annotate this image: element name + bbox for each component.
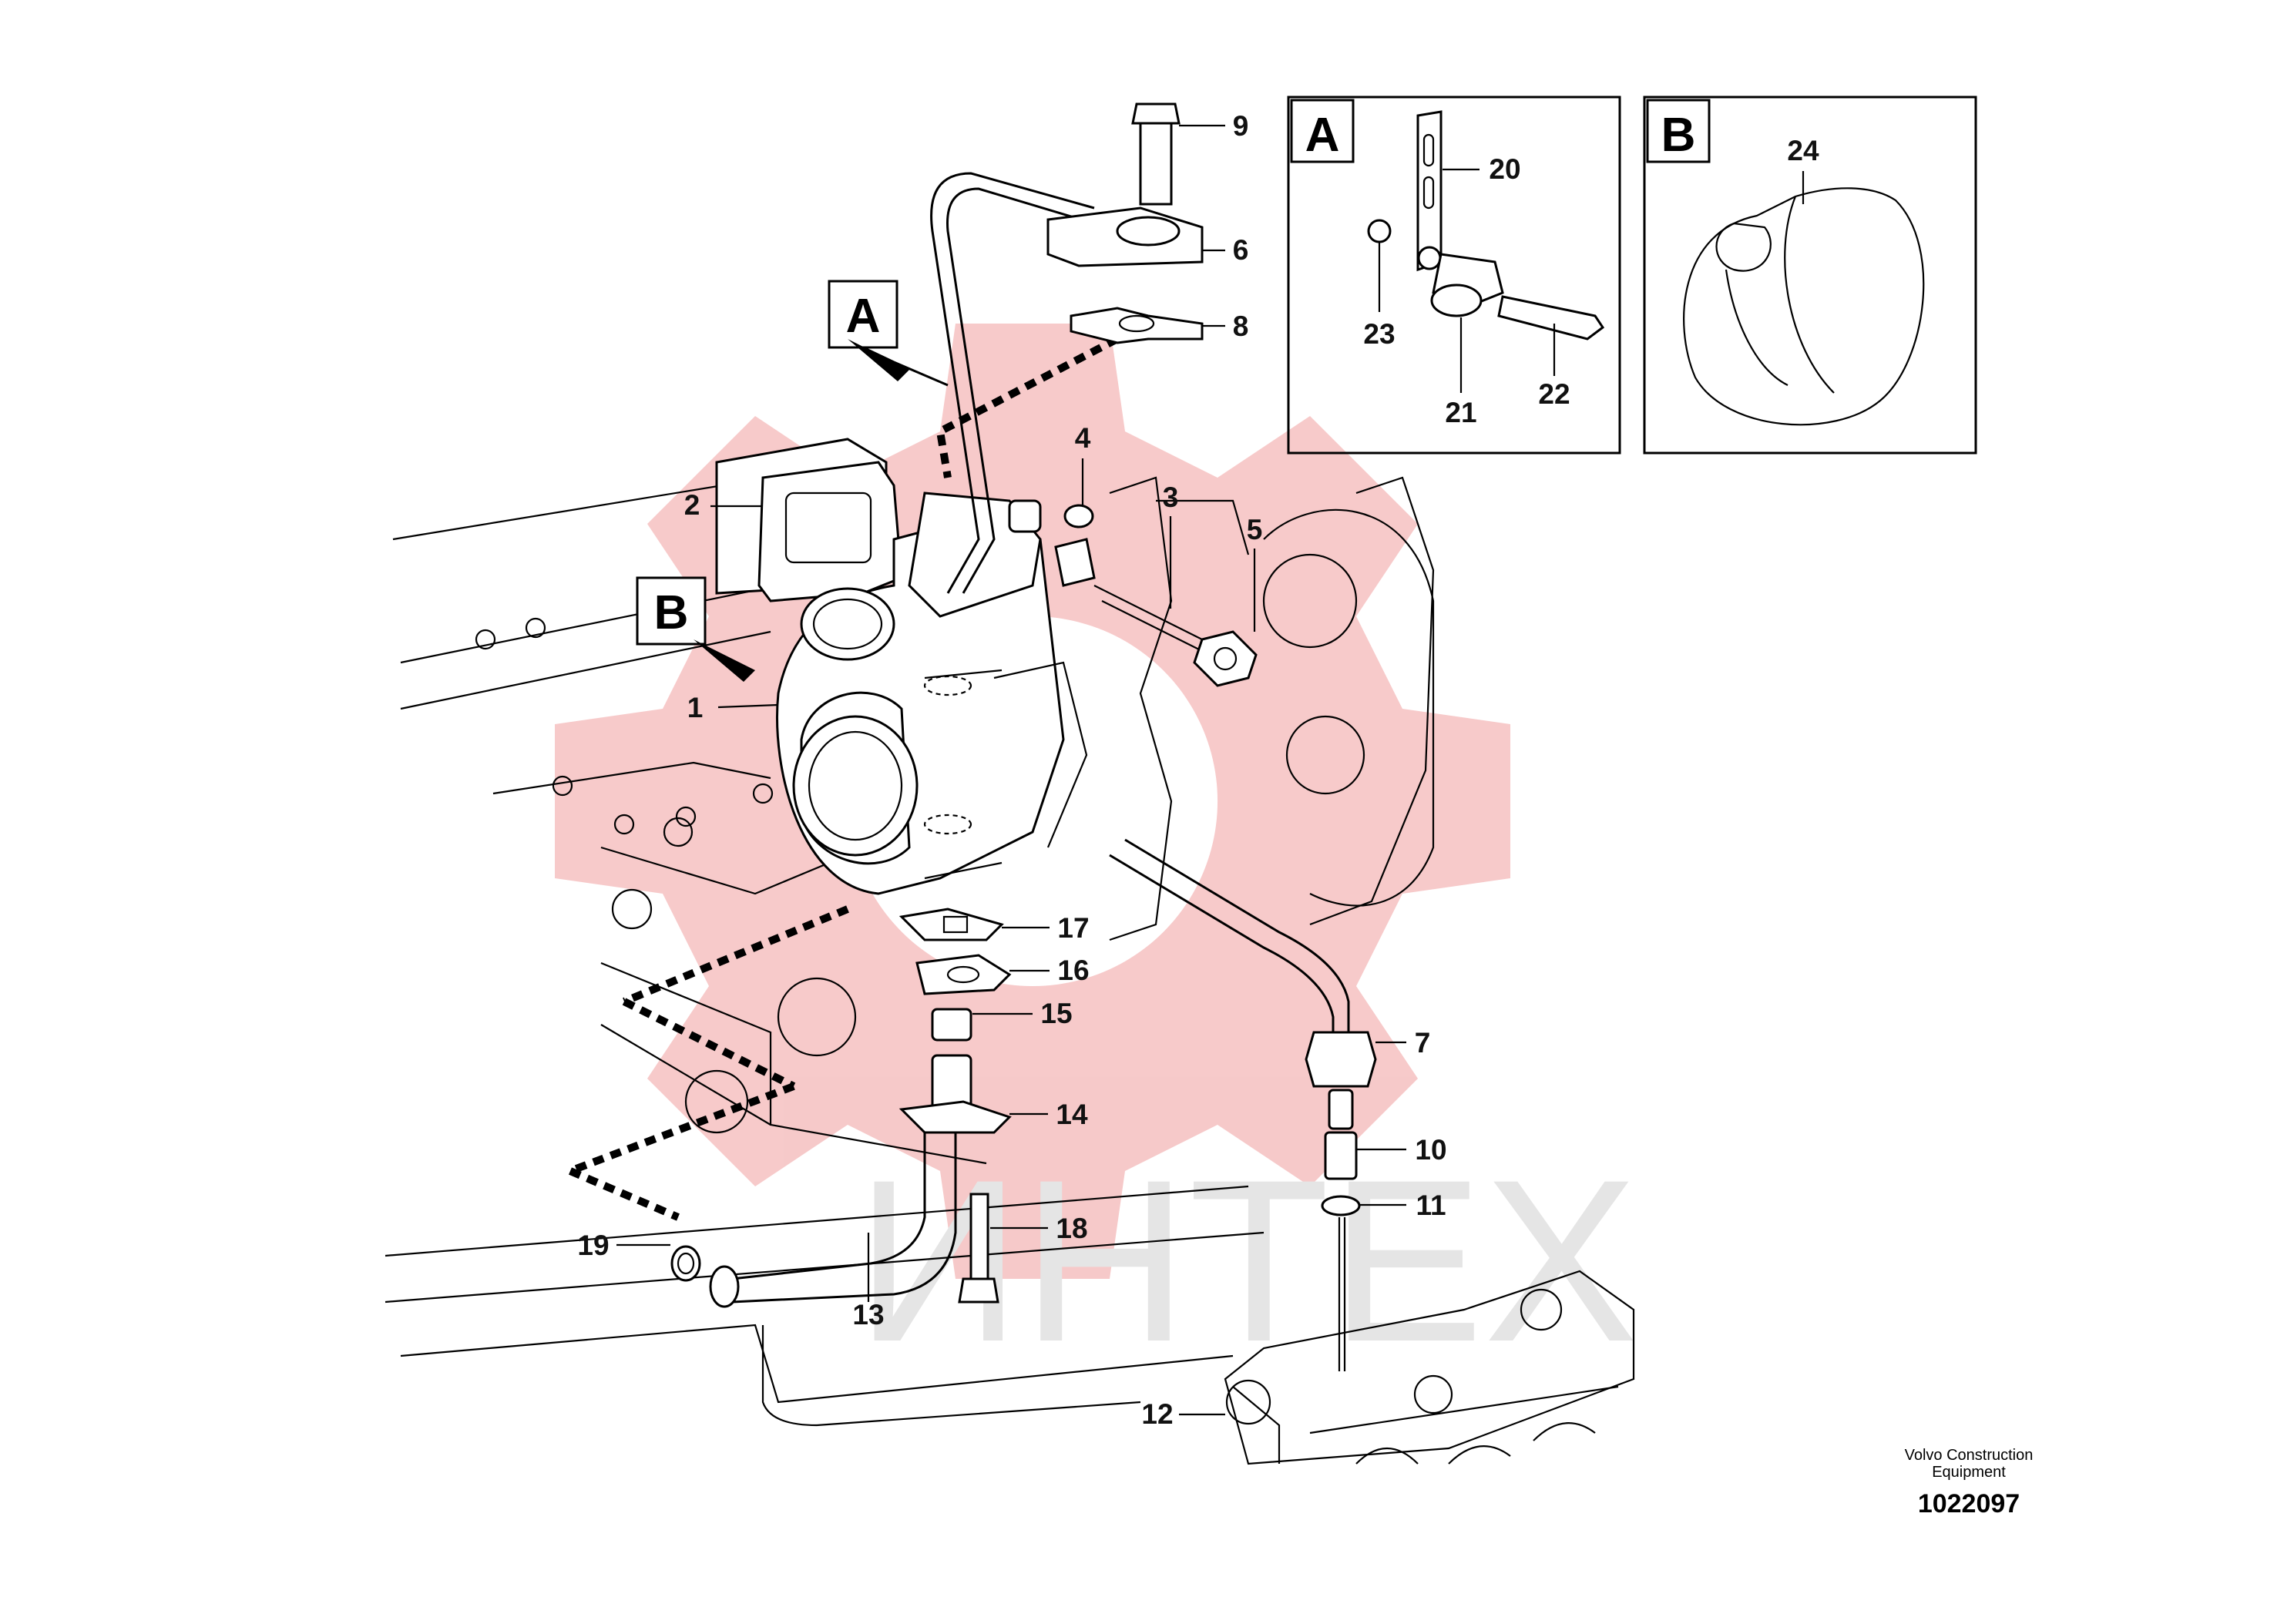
flange-gasket [715,438,903,602]
part-label-6: 6 [1233,234,1249,266]
part-label-21: 21 [1445,397,1476,428]
credit-line-1: Volvo Construction [1905,1447,2034,1464]
main-callouts: A B [636,280,949,682]
view-a-title: A [1305,109,1340,162]
turbocharger [776,492,1088,895]
part-label-7: 7 [1415,1027,1431,1059]
callout-b: B [654,586,689,639]
detail-view-a: A [1287,96,1621,455]
part-label-9: 9 [1233,110,1249,142]
part-label-4: 4 [1075,422,1091,454]
lower-manifold [1224,1270,1635,1465]
part-label-16: 16 [1057,955,1089,986]
banjo-assembly [1046,102,1204,344]
part-label-2: 2 [684,489,700,521]
oil-drain-assembly [670,908,1012,1308]
detail-view-b: B [1643,96,1977,455]
part-label-1: 1 [687,692,704,723]
leader-line-part-1 [717,703,779,709]
part-label-22: 22 [1538,378,1570,410]
part-leaders [616,124,1805,1416]
stud-assembly [1054,504,1258,687]
part-label-15: 15 [1040,998,1072,1029]
part-label-8: 8 [1233,310,1249,342]
part-label-11: 11 [1416,1189,1446,1221]
part-label-20: 20 [1489,153,1520,185]
document-number: 1022097 [1918,1489,2020,1518]
part-label-5: 5 [1247,514,1263,545]
part-label-24: 24 [1787,135,1819,166]
part-label-12: 12 [1141,1398,1173,1430]
part-label-3: 3 [1163,481,1179,513]
callout-a: A [846,290,881,343]
part-label-14: 14 [1056,1099,1088,1130]
view-b-title: B [1661,109,1696,162]
lower-fittings [1305,1031,1377,1371]
part-label-17: 17 [1057,912,1089,944]
part-label-19: 19 [577,1230,609,1261]
oil-feed-pipe [930,172,1350,1032]
part-label-10: 10 [1415,1134,1446,1166]
part-label-23: 23 [1363,318,1395,350]
part-label-13: 13 [852,1299,884,1330]
footer: Volvo Construction Equipment 1022097 [1905,1447,2034,1518]
part-label-18: 18 [1056,1213,1087,1244]
assembly-dash-lines [569,335,1120,1221]
credit-line-2: Equipment [1932,1464,2006,1481]
